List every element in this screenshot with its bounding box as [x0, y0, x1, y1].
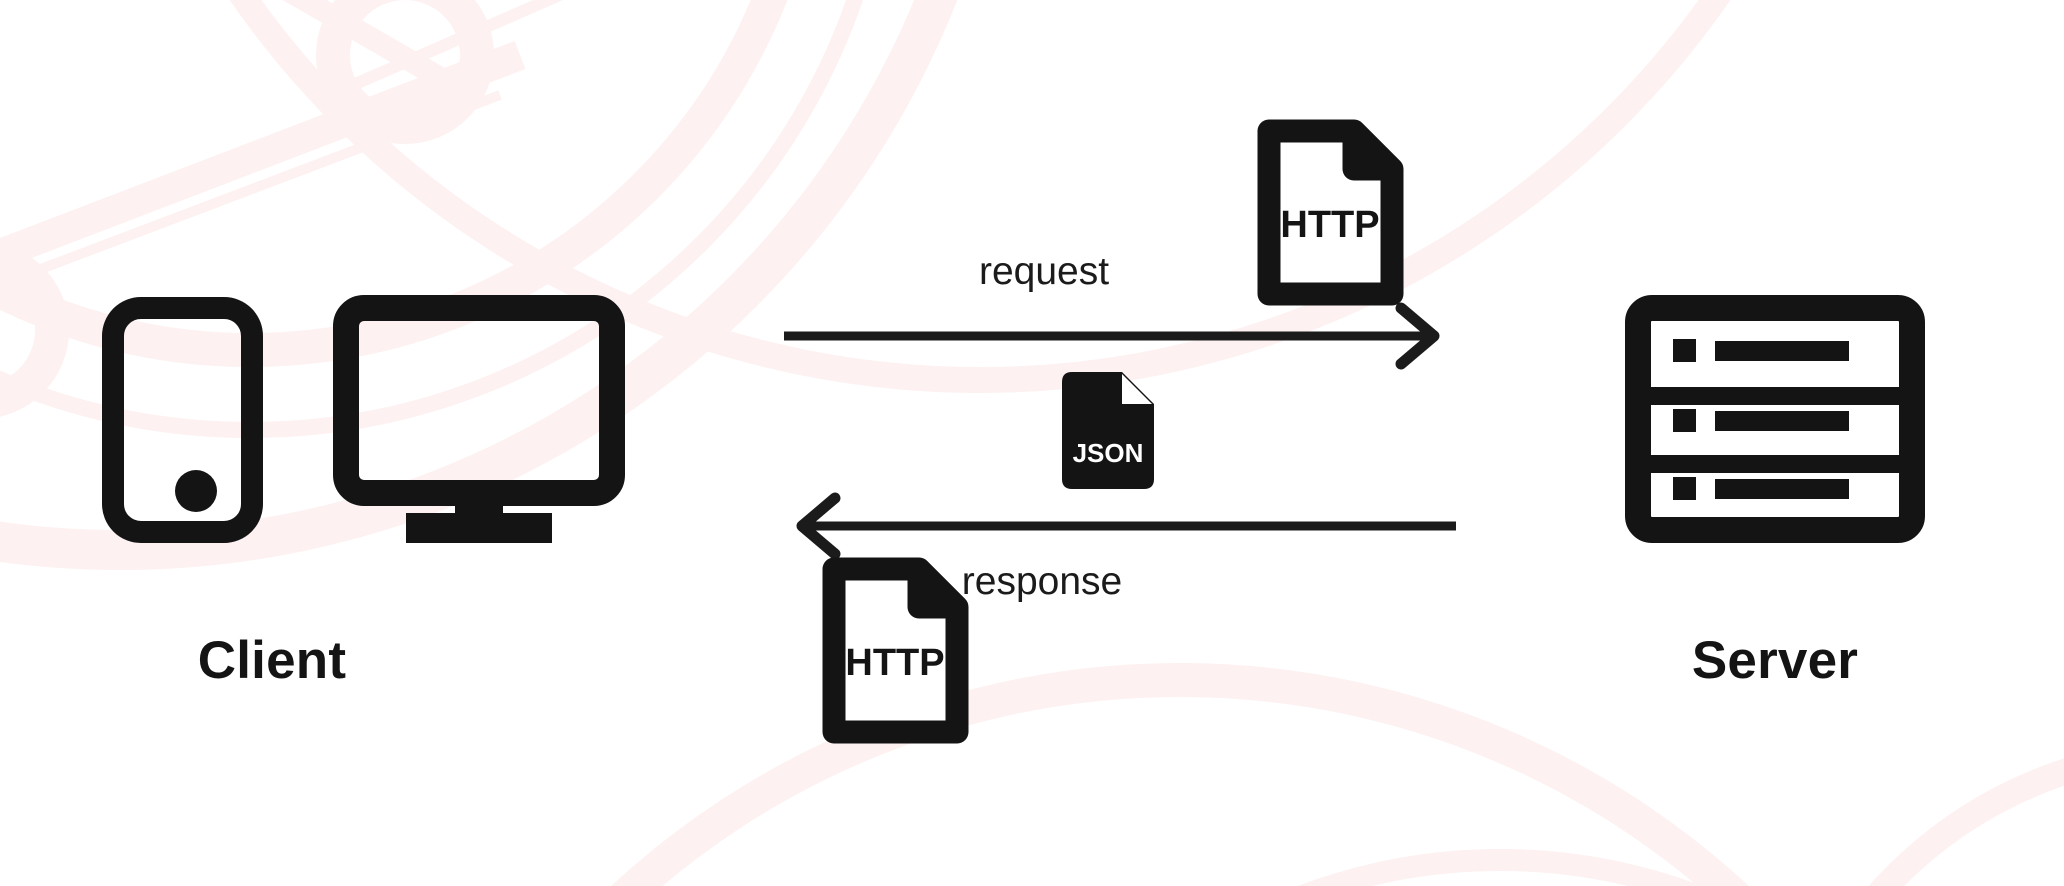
- server-bay-bar-3: [1715, 479, 1849, 499]
- server-bay-led-1: [1673, 339, 1696, 362]
- server-bay-led-2: [1673, 409, 1696, 432]
- response-label: response: [961, 560, 1123, 603]
- server-bay-bar-2: [1715, 411, 1849, 431]
- desktop-monitor-icon: [333, 295, 625, 543]
- server-bay-bar-1: [1715, 341, 1849, 361]
- json-document-text: JSON: [1073, 438, 1144, 468]
- server-rack-icon: [1625, 295, 1925, 543]
- smartphone-icon: [102, 297, 263, 543]
- client-label: Client: [197, 631, 347, 690]
- request-label: request: [978, 250, 1110, 293]
- http-document-text-response: HTTP: [845, 642, 944, 684]
- server-bay-led-3: [1673, 477, 1696, 500]
- response-arrow: [796, 492, 1456, 560]
- server-label: Server: [1691, 631, 1859, 690]
- http-document-icon-request: HTTP: [1257, 119, 1404, 306]
- json-document-icon: JSON: [1062, 372, 1154, 489]
- request-arrow: [784, 302, 1440, 370]
- http-document-text-request: HTTP: [1280, 204, 1379, 246]
- http-document-icon-response: HTTP: [822, 557, 969, 744]
